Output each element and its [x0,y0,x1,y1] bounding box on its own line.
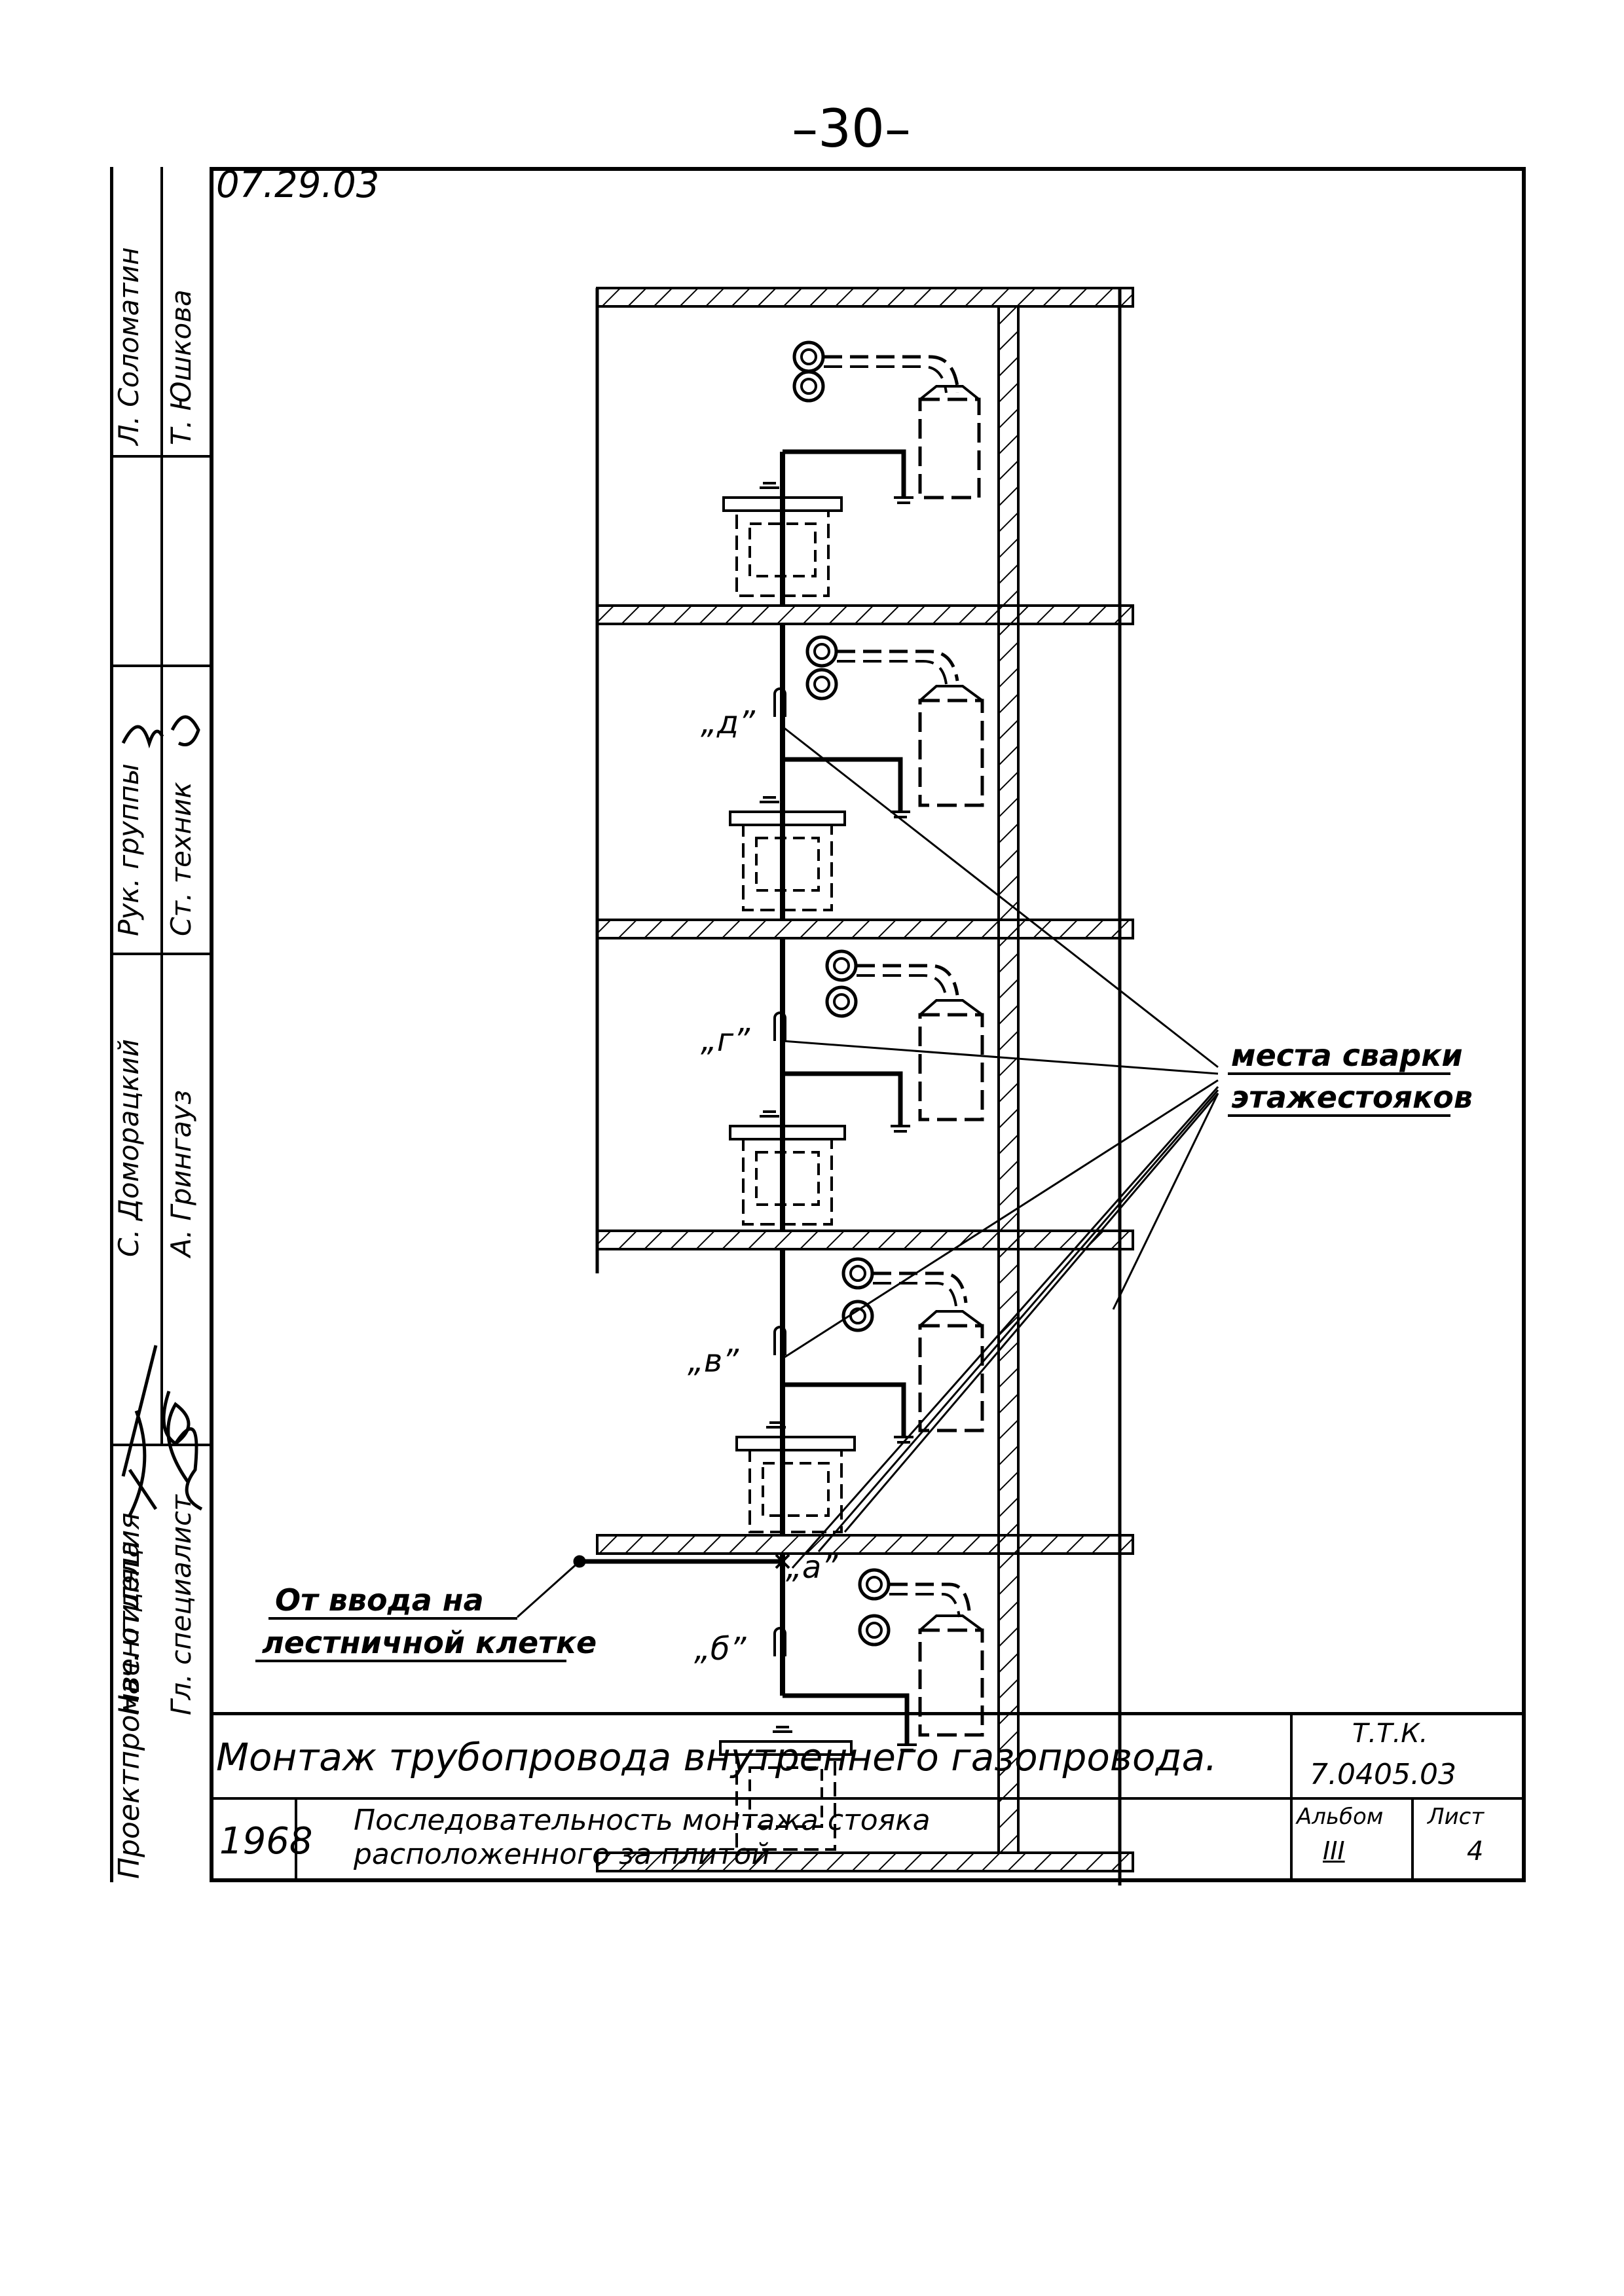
ttk-number: 7.0405.03 [1310,1758,1456,1791]
signature-mark [170,715,200,746]
floor-unit-3 [729,938,984,1231]
signature-mark [121,1345,158,1517]
sheet-value: 4 [1467,1836,1484,1867]
label-d: „д” [701,704,756,741]
drawing-title: Монтаж трубопровода внутреннего газопров… [216,1735,1217,1779]
gas-stove-icon [735,1436,856,1451]
sheet-code: 07.29.03 [216,164,380,206]
gas-meter-icon [792,340,825,373]
floor-slab [596,1851,1134,1872]
floor-slab [596,287,1134,308]
label-a: „а” [786,1549,838,1586]
gas-stove-icon [729,1125,846,1140]
approval-stamp-column [110,167,210,1882]
gas-branch-pipe [783,449,906,498]
inlet-pipe [573,1554,790,1569]
ttk-label: Т.Т.К. [1352,1719,1428,1749]
tb-col-divider [1290,1712,1293,1882]
tb-row-divider [210,1797,1526,1800]
signature-mark [121,725,164,749]
signature-mark [174,1427,203,1511]
signatures-drawing [121,715,203,1517]
year: 1968 [219,1820,313,1863]
album-label: Альбом [1297,1804,1384,1830]
floor-slab [596,919,1134,939]
stamp-row-divider [110,1444,210,1446]
weld-joint [773,1326,786,1355]
page-number: –30– [792,98,911,159]
drawing-frame [210,167,1526,1882]
gas-stove-icon [729,811,846,826]
water-heater-icon [918,1628,984,1737]
weld-labels: „д” „г” „в” „а” „б” [688,704,838,1667]
floor-unit-4 [729,624,984,920]
callout-leaders [516,725,1219,1618]
floor-slab [596,1230,1134,1250]
stamp-row-divider [110,455,210,458]
tb-border [210,1712,1526,1715]
callout-welds-line2: этажестояков [1231,1080,1473,1115]
callout-welds-line1: места сварки [1231,1038,1463,1073]
label-v: „в” [688,1343,739,1379]
callouts: места сварки этажестояков От ввода на ле… [255,1038,1473,1662]
title-block: Монтаж трубопровода внутреннего газопров… [210,1712,1526,1882]
building-outline [595,288,1122,1273]
water-heater-icon [918,1324,984,1432]
album-value: III [1323,1836,1345,1865]
stamp-row-divider [110,665,210,667]
floor-unit-5 [722,340,981,606]
tb-col-divider [295,1797,297,1882]
water-heater-icon [918,397,981,500]
floor-slab [596,1534,1134,1555]
floor-unit-1 [719,1554,984,1851]
floor-unit-2 [735,1249,984,1535]
weld-joint [773,1011,786,1041]
label-g: „г” [701,1022,750,1059]
interior-wall [997,305,1122,1886]
subtitle-line1: Последовательность монтажа стояка [354,1804,931,1837]
label-b: „б” [694,1631,747,1667]
weld-joint [773,687,786,717]
weld-cross [775,1554,790,1569]
flue-pipe [824,355,959,393]
callout-inlet-line2: лестничной клетке [262,1625,597,1660]
tb-col-divider [1411,1797,1414,1882]
stamp-row-divider [110,953,210,955]
callout-inlet-line1: От ввода на [275,1582,484,1618]
water-heater-icon [918,699,984,807]
signature-mark [162,1391,191,1484]
sheet-label: Лист [1428,1804,1485,1830]
floor-slab [596,604,1134,625]
floor-slabs [596,287,1134,1872]
stamp-divider [160,167,163,1444]
weld-joint [773,1627,786,1656]
subtitle-line2: расположенного за плитой [354,1838,770,1871]
water-heater-icon [918,1013,984,1121]
